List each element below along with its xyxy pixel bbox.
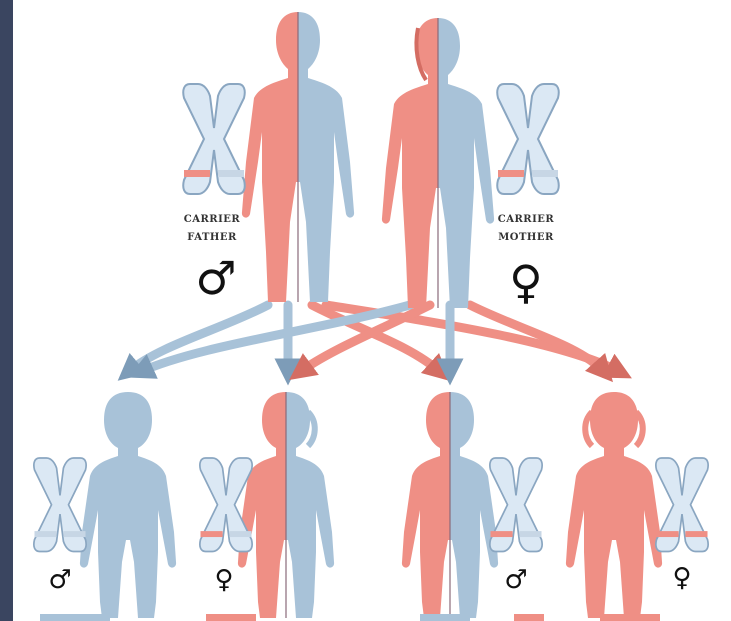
father-figure bbox=[242, 12, 354, 302]
child1-chromosome bbox=[34, 458, 86, 552]
mother-label-line2: MOTHER bbox=[498, 232, 554, 243]
arrow-mother-to-daughter2 bbox=[470, 305, 604, 372]
child4-female-symbol-icon: ♀ bbox=[672, 563, 691, 593]
father-chromosome bbox=[183, 84, 245, 194]
mother-chromosome bbox=[497, 84, 559, 194]
child3-male-symbol-icon: ♂ bbox=[504, 565, 527, 595]
female-symbol-icon: ♀ bbox=[509, 255, 543, 309]
child-daughter-carrier bbox=[238, 392, 334, 618]
male-symbol-icon: ♂ bbox=[195, 251, 236, 305]
child2-female-symbol-icon: ♀ bbox=[214, 565, 233, 595]
cropped-caption-strips bbox=[40, 614, 660, 621]
child-son-carrier bbox=[402, 392, 498, 618]
mother-figure bbox=[382, 18, 494, 308]
inheritance-arrows bbox=[128, 305, 620, 372]
mother-label-line1: CARRIER bbox=[498, 214, 555, 225]
father-label-line1: CARRIER bbox=[184, 214, 241, 225]
child-daughter-affected bbox=[566, 392, 662, 618]
child4-chromosome bbox=[656, 458, 708, 552]
child1-male-symbol-icon: ♂ bbox=[48, 565, 71, 595]
child-son-unaffected bbox=[80, 392, 176, 618]
child3-chromosome bbox=[490, 458, 542, 552]
father-label-line2: FATHER bbox=[187, 232, 237, 243]
